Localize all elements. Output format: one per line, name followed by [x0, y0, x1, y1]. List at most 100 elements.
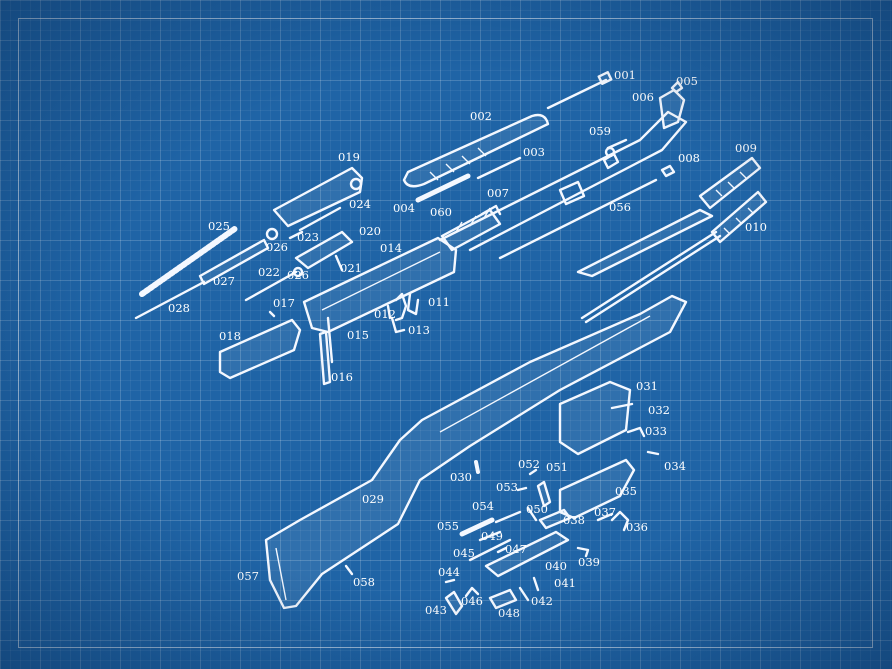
- washer-026: [265, 227, 279, 241]
- part-labels: 001 002 003 004 005 006 007 008 009 010 …: [168, 68, 767, 620]
- label-045: 045: [453, 546, 475, 560]
- safety-048: [488, 588, 518, 610]
- spring-033: [626, 426, 646, 438]
- label-011: 011: [428, 295, 450, 309]
- latch-036: [610, 510, 630, 532]
- label-039: 039: [578, 555, 600, 569]
- label-043: 043: [425, 603, 447, 617]
- washer-026b: [292, 266, 304, 278]
- pin-012: [386, 304, 392, 320]
- pin-041: [532, 576, 540, 592]
- bayonet-010: [580, 190, 768, 324]
- pin-044: [444, 578, 456, 584]
- magazine-body-031: [558, 380, 632, 456]
- hammer-046: [464, 586, 480, 598]
- label-032: 032: [648, 403, 670, 417]
- label-053: 053: [496, 480, 518, 494]
- label-006: 006: [632, 90, 654, 104]
- plunger-049: [478, 530, 502, 542]
- pin-053: [516, 486, 528, 492]
- label-028: 028: [168, 301, 190, 315]
- label-037: 037: [594, 505, 616, 519]
- blueprint-border: [18, 18, 873, 648]
- pin-042: [518, 586, 530, 602]
- spring-004: [415, 173, 471, 203]
- label-014: 014: [380, 241, 402, 255]
- label-054: 054: [472, 499, 494, 513]
- label-049: 049: [481, 529, 503, 543]
- label-034: 034: [664, 459, 686, 473]
- label-046: 046: [461, 594, 483, 608]
- label-035: 035: [615, 484, 637, 498]
- follower-032: [610, 402, 634, 410]
- rod-003: [476, 156, 522, 180]
- label-026b: 026: [287, 268, 309, 282]
- label-031: 031: [636, 379, 658, 393]
- label-033: 033: [645, 424, 667, 438]
- label-040: 040: [545, 559, 567, 573]
- handguard-002: [402, 113, 550, 188]
- pin-030: [474, 460, 480, 474]
- disconnector-047: [496, 546, 508, 554]
- label-029: 029: [362, 492, 384, 506]
- label-002: 002: [470, 109, 492, 123]
- label-052: 052: [518, 457, 540, 471]
- label-059: 059: [589, 124, 611, 138]
- label-036: 036: [626, 520, 648, 534]
- gas-cylinder-059: [604, 138, 628, 158]
- pin-008: [660, 164, 676, 178]
- spring-055: [459, 517, 495, 537]
- label-041: 041: [554, 576, 576, 590]
- sling-swivel-058: [344, 564, 354, 576]
- rod-054: [494, 510, 522, 524]
- trigger-013: [390, 316, 406, 334]
- pin-050: [526, 506, 538, 522]
- trigger-043: [444, 590, 464, 616]
- label-048: 048: [498, 606, 520, 620]
- cover-018: [218, 318, 302, 380]
- label-021: 021: [340, 261, 362, 275]
- trigger-housing-038: [538, 508, 572, 530]
- extractor-007: [480, 204, 502, 216]
- firing-pin-024: [298, 206, 342, 232]
- rod-022: [244, 270, 298, 302]
- label-012: 012: [374, 307, 396, 321]
- label-060: 060: [430, 205, 452, 219]
- label-017: 017: [273, 296, 295, 310]
- label-042: 042: [531, 594, 553, 608]
- trigger-housing-040: [484, 530, 570, 578]
- front-sight-006: [658, 88, 686, 130]
- label-001: 001: [614, 68, 636, 82]
- label-009: 009: [735, 141, 757, 155]
- receiver-014: [302, 236, 458, 334]
- label-025: 025: [208, 219, 230, 233]
- hammer-015: [326, 316, 334, 364]
- label-044: 044: [438, 565, 460, 579]
- pin-039: [576, 546, 590, 558]
- label-016: 016: [331, 370, 353, 384]
- gas-piston-001: [546, 71, 613, 110]
- label-022: 022: [258, 265, 280, 279]
- label-003: 003: [523, 145, 545, 159]
- label-030: 030: [450, 470, 472, 484]
- spring-025: [139, 225, 239, 297]
- label-010: 010: [745, 220, 767, 234]
- pin-034: [646, 450, 660, 456]
- spring-045: [468, 538, 512, 562]
- label-020: 020: [359, 224, 381, 238]
- label-024: 024: [349, 197, 371, 211]
- trigger-guard-011: [394, 292, 408, 322]
- label-019: 019: [338, 150, 360, 164]
- tube-027: [198, 238, 270, 286]
- bolt-020: [294, 230, 354, 270]
- label-007: 007: [487, 186, 509, 200]
- pin-017: [268, 310, 276, 318]
- label-038: 038: [563, 513, 585, 527]
- pin-021: [334, 254, 344, 272]
- label-004: 004: [393, 201, 415, 215]
- catch-051: [536, 480, 552, 508]
- label-057: 057: [237, 569, 259, 583]
- label-051: 051: [546, 460, 568, 474]
- magazine-follower-016: [318, 330, 332, 386]
